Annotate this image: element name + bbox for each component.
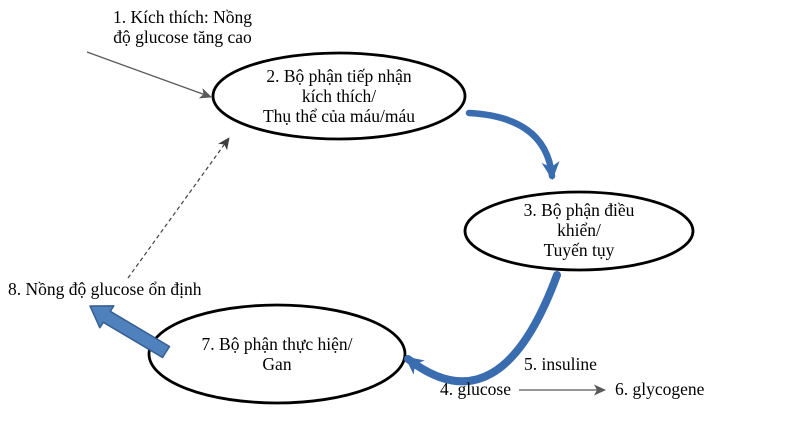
control-to-effector-arrow	[404, 271, 561, 386]
control-ellipse	[463, 190, 695, 272]
feedback-dashed-arrow	[127, 137, 230, 279]
effector-node-label: 7. Bộ phận thực hiện/ Gan	[201, 334, 353, 374]
result-label: 8. Nồng độ glucose ổn định	[8, 279, 202, 299]
stimulus-arrow	[86, 51, 212, 99]
receptor-ellipse	[211, 51, 467, 141]
control-node-label: 3. Bộ phận điều khiển/ Tuyến tụy	[523, 200, 635, 260]
receptor-to-control-arrow	[465, 109, 560, 180]
glycogene-label: 6. glycogene	[615, 379, 705, 399]
effector-output-arrow	[89, 305, 171, 359]
insuline-label: 5. insuline	[524, 354, 597, 374]
glucose-label: 4. glucose	[440, 379, 511, 399]
effector-ellipse	[147, 303, 407, 405]
stimulus-label: 1. Kích thích: Nồng độ glucose tăng cao	[112, 7, 252, 47]
receptor-node-label: 2. Bộ phận tiếp nhận kích thích/ Thụ thể…	[262, 66, 416, 126]
